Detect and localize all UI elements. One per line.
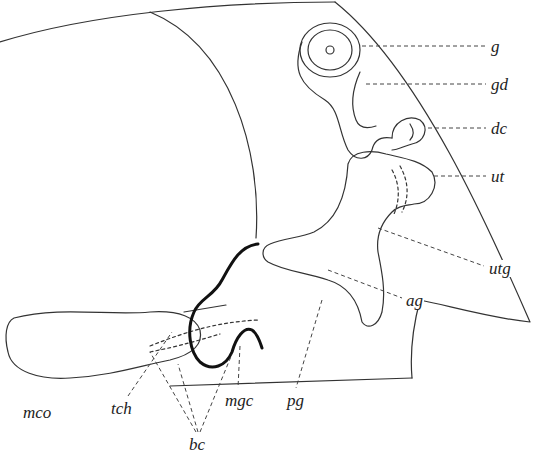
uterine-duct [392,170,398,214]
part-label: pg [286,392,305,409]
part-label: mco [22,404,52,421]
inner-outline [150,12,257,238]
body-outline [170,378,412,386]
leader-line [128,332,172,396]
part-label: g [490,38,501,55]
part-label: bc [188,436,206,453]
body-outline [0,2,335,42]
gland-core [326,46,334,54]
leader-line [434,176,486,177]
leader-line [296,300,322,388]
diverticulum [392,118,425,150]
gland-inner [308,30,352,70]
leader-line [238,346,240,388]
part-label: tch [110,400,133,417]
body-outline [335,2,530,378]
leader-line [428,128,486,129]
part-label: gd [490,76,509,93]
gland-duct [298,42,392,158]
gland-duct [353,72,376,128]
leader-line [362,46,486,47]
part-label: utg [488,260,512,277]
leader-line [150,352,196,432]
part-label: ag [405,292,424,309]
uterine-duct [400,166,407,212]
gland [300,23,360,77]
diverticulum [410,124,413,140]
leader-line [328,270,402,298]
part-label: ut [490,168,505,185]
internal-duct [184,305,226,312]
leader-line [378,228,484,266]
copulatory-organ [6,312,201,379]
leader-line [178,364,198,432]
bursa-outline [190,244,262,367]
leader-line [366,84,486,85]
uterus [263,152,435,326]
part-label: mgc [224,392,254,409]
part-label: dc [490,120,508,137]
